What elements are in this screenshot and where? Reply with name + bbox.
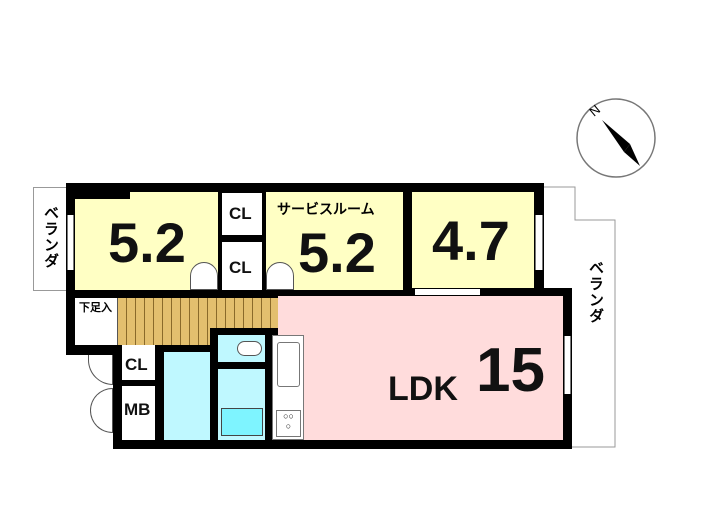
- room-western-1-fill: [130, 192, 218, 200]
- veranda-right-label: ベランダ: [587, 260, 604, 324]
- veranda-left-label: ベランダ: [42, 205, 59, 269]
- wall: [66, 345, 122, 355]
- wall: [262, 192, 266, 292]
- wall: [66, 183, 130, 199]
- room-western-2: [412, 192, 534, 288]
- closet-label: CL: [125, 355, 148, 374]
- entrance-door[interactable]: [88, 355, 113, 385]
- wall: [218, 235, 266, 242]
- wall: [113, 345, 122, 449]
- window: [564, 336, 571, 394]
- wall: [412, 288, 572, 296]
- wall: [218, 192, 222, 292]
- door[interactable]: [190, 262, 218, 290]
- wall: [210, 328, 218, 449]
- shoe-storage: [75, 298, 118, 345]
- door[interactable]: [266, 262, 294, 290]
- wall: [66, 183, 544, 193]
- closet-3: [122, 350, 156, 380]
- wall: [210, 328, 280, 335]
- washroom: [164, 352, 210, 440]
- window: [67, 215, 74, 270]
- toilet-icon: [237, 341, 262, 356]
- room-ldk-label: LDK: [388, 370, 458, 408]
- mb-door[interactable]: [90, 388, 113, 433]
- wall: [218, 362, 268, 369]
- room-western-1-size: 5.2: [108, 211, 186, 274]
- wall: [113, 440, 572, 449]
- room-service-size: 5.2: [298, 221, 376, 284]
- closet-label: CL: [229, 258, 252, 277]
- wall: [164, 345, 220, 352]
- wall: [155, 345, 164, 449]
- closet-label: CL: [229, 204, 252, 223]
- wall: [122, 380, 162, 386]
- room-western-2-size: 4.7: [432, 209, 510, 272]
- wall: [403, 183, 412, 296]
- room-ldk-size: 15: [476, 336, 545, 405]
- room-ldk: [278, 296, 563, 440]
- bathtub-icon: [221, 408, 263, 436]
- shoe-storage-label: 下足入: [79, 302, 112, 314]
- window: [535, 215, 543, 270]
- stove-icon: ○○○: [276, 410, 301, 437]
- sink-icon: [277, 342, 300, 387]
- sliding-door[interactable]: [415, 289, 480, 295]
- meter-box-label: MB: [124, 400, 151, 419]
- wall: [265, 328, 272, 449]
- compass-icon: [576, 98, 656, 178]
- room-service-label: サービスルーム: [277, 201, 375, 217]
- wall: [66, 290, 416, 298]
